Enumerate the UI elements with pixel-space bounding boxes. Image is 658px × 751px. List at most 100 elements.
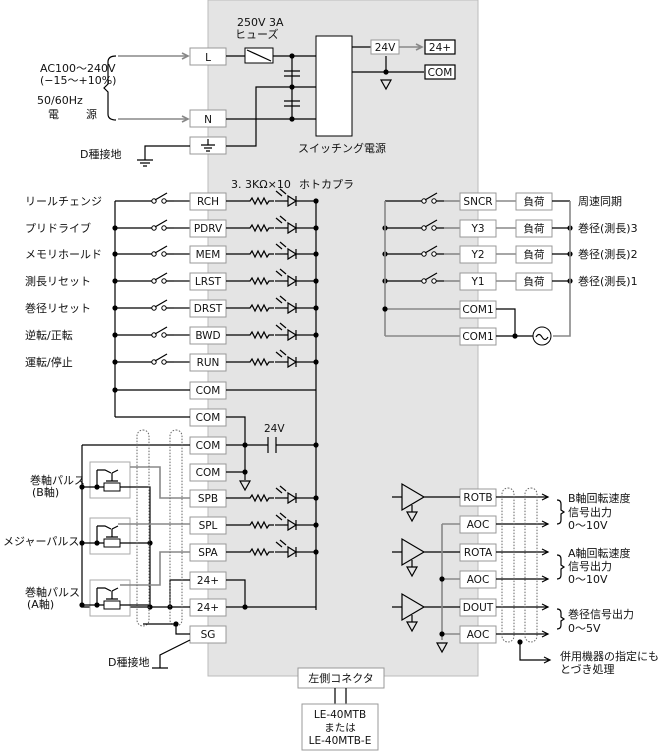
terminal-spl: SPL [199, 520, 218, 532]
terminal-com1: COM1 [462, 304, 493, 316]
input-label: プリドライブ [25, 221, 91, 235]
a-axis-range-label: 0～10V [568, 573, 608, 586]
switch-contact [431, 198, 437, 204]
brace-icon [103, 55, 117, 121]
switch-lever [154, 219, 168, 228]
shield-cable [524, 487, 538, 643]
switch-contact [161, 359, 167, 365]
terminal-input: RUN [197, 357, 220, 369]
resistor-icon [245, 249, 274, 259]
terminal-l: L [205, 52, 211, 64]
sensor-resistor [103, 482, 121, 492]
arrow-icon [541, 603, 550, 611]
sensor-resistor [103, 538, 121, 548]
arrow-icon [541, 520, 550, 528]
out-com: COM [428, 67, 453, 79]
wire [118, 523, 190, 586]
switch-lever [424, 219, 438, 228]
transistor-icon [96, 469, 119, 487]
ac-voltage-label: AC100～240V [40, 62, 116, 75]
photocoupler-diode-icon [275, 188, 300, 208]
resistor-icon [245, 520, 274, 530]
sensor-resistor [103, 600, 121, 610]
photocoupler-diode-icon [275, 322, 300, 342]
ac-tolerance-label: (−15～+10%) [40, 74, 116, 87]
capacitor-icon [267, 437, 277, 453]
ground-icon [238, 480, 252, 492]
fuse-label: ヒューズ [235, 27, 278, 41]
diameter-signal-label: 巻径信号出力 [568, 607, 634, 621]
photocoupler-diode-icon [275, 539, 300, 559]
switch-contact [431, 251, 437, 257]
junction-dot [79, 540, 85, 546]
shield-ground [143, 623, 190, 635]
junction-dot [242, 604, 248, 610]
resistor-icon [245, 547, 274, 557]
junction-dot [242, 442, 248, 448]
terminal-input: DRST [194, 303, 223, 315]
photocoupler-label: ホトカプラ [299, 178, 354, 191]
switch-contact [161, 305, 167, 311]
photocoupler-diode-icon [275, 295, 300, 315]
switch-lever [154, 353, 168, 362]
terminal-com1: COM1 [462, 331, 493, 343]
input-label: 逆転/正転 [25, 328, 73, 342]
junction-dot [313, 495, 319, 501]
wire [226, 579, 316, 608]
photocoupler-diode-icon [275, 512, 300, 532]
switch-lever [154, 192, 168, 201]
photocoupler-diode-icon [275, 485, 300, 505]
source-label-2: 源 [86, 107, 97, 121]
psu-24v-label: 24V [375, 42, 396, 54]
shield-cable [136, 429, 150, 627]
switch-contact [431, 278, 437, 284]
model-or: または [324, 722, 356, 734]
terminal-24plus: 24+ [197, 602, 219, 614]
switching-psu [315, 35, 353, 137]
terminal-spb: SPB [198, 493, 218, 505]
pulse-a-axis-label: (A軸) [27, 597, 54, 611]
junction-dot [112, 387, 118, 393]
input-label: 運転/停止 [25, 355, 73, 369]
power-section: AC100～240V (−15～+10%) 50/60Hz 電 源 L N 25… [37, 16, 456, 167]
photocoupler-diode-icon [275, 349, 300, 369]
out-24plus: 24+ [429, 42, 451, 54]
junction-dot [512, 333, 518, 339]
switch-contact [161, 332, 167, 338]
terminal-com: COM [196, 385, 221, 397]
wire [441, 523, 460, 640]
sine-icon [535, 333, 549, 341]
ground-icon [405, 566, 419, 578]
fuse-rating-label: 250V 3A [237, 16, 284, 29]
terminal-aoc: AOC [467, 519, 490, 531]
ground-label-pulse: D種接地 [108, 655, 149, 669]
switch-contact [161, 198, 167, 204]
terminal-input: PDRV [194, 223, 223, 235]
wire [120, 486, 151, 607]
arrow-icon [541, 575, 550, 583]
junction-dot [313, 522, 319, 528]
terminal-n: N [204, 114, 212, 126]
junction-dot [94, 484, 100, 490]
output-label: 巻径(測長)2 [578, 247, 638, 261]
resistor-icon [245, 223, 274, 233]
model-2: LE-40MTB-E [309, 735, 372, 747]
terminal-output: Y3 [470, 223, 484, 235]
resistor-icon [245, 330, 274, 340]
terminal-input: RCH [197, 196, 219, 208]
wire [130, 466, 190, 499]
junction-dot [313, 549, 319, 555]
terminal-sg: SG [201, 629, 216, 641]
terminal-input: LRST [195, 276, 222, 288]
junction-dot [94, 602, 100, 608]
capacitor-icon [284, 70, 300, 107]
input-label: 巻径リセット [25, 302, 91, 315]
source-label-1: 電 [48, 108, 59, 121]
ground-icon [435, 642, 449, 654]
junction-dot [79, 602, 85, 608]
b-axis-speed-label: B軸回転速度 [568, 491, 631, 505]
terminal-dout: DOUT [463, 602, 494, 614]
wire [519, 642, 552, 664]
switch-lever [424, 272, 438, 281]
